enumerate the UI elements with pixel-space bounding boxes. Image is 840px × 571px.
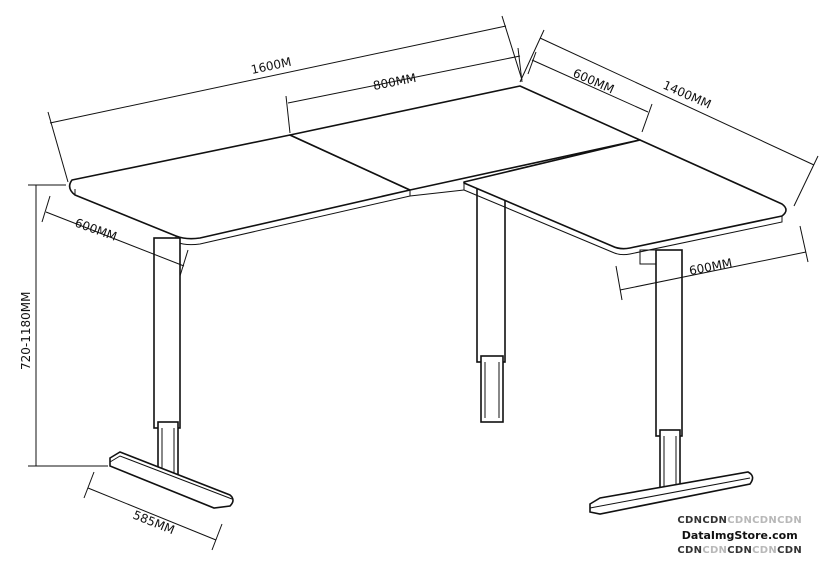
dim-height — [28, 184, 108, 467]
label-center-width: 800MM — [372, 71, 417, 93]
left-leg — [153, 237, 181, 477]
right-leg — [639, 249, 683, 491]
label-total-length: 1600M — [250, 55, 293, 77]
label-left-depth: 600MM — [73, 216, 119, 244]
watermark-site: DataImgStore.com — [681, 529, 798, 542]
left-foot — [109, 451, 234, 509]
desk-top-return — [463, 139, 787, 256]
right-foot — [589, 471, 754, 515]
dim-left-depth — [41, 195, 189, 277]
dim-return-length — [519, 29, 819, 207]
label-foot-length: 585MM — [131, 508, 177, 537]
dim-return-depth — [527, 51, 653, 133]
dim-foot-length — [83, 471, 223, 551]
back-leg — [476, 185, 506, 423]
watermark-row-top: CDNCDNCDNCDNCDN — [677, 515, 802, 526]
dim-total-length — [47, 15, 523, 183]
label-height-range: 720-1180MM — [19, 292, 33, 370]
watermark-row-bottom: CDNCDNCDNCDNCDN — [677, 545, 802, 556]
watermark: CDNCDNCDNCDNCDN DataImgStore.com CDNCDNC… — [677, 513, 802, 558]
dim-return-width — [615, 225, 809, 301]
dim-center-width — [285, 47, 523, 134]
label-return-width: 600MM — [688, 256, 733, 278]
